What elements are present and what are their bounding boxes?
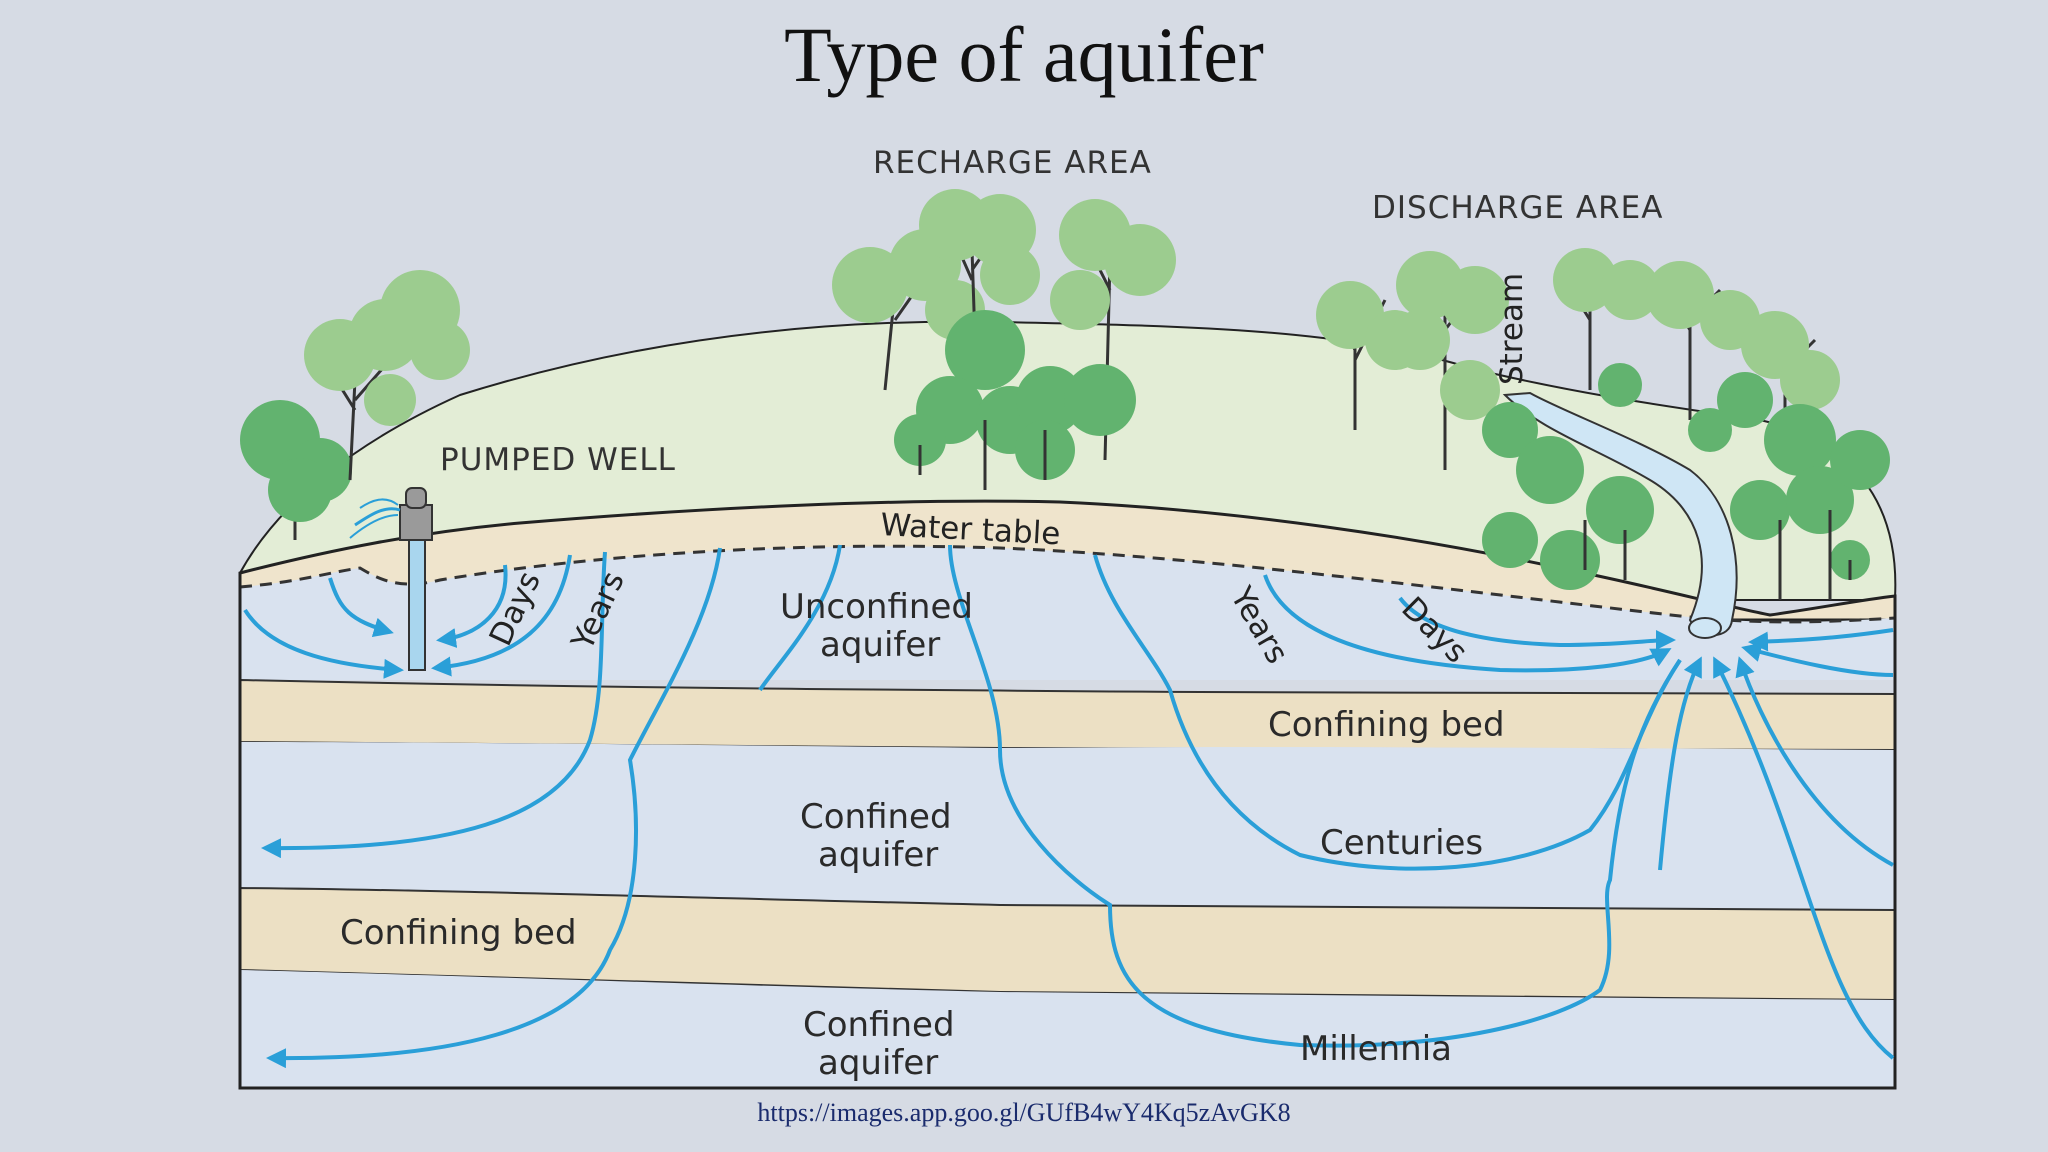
flow-lines	[243, 544, 1895, 1069]
stream-discharge-point	[1688, 617, 1722, 639]
pumped-well	[349, 487, 433, 671]
source-link[interactable]: https://images.app.goo.gl/GUfB4wY4Kq5zAv…	[757, 1098, 1291, 1127]
recharge-area-label: RECHARGE AREA	[873, 145, 1152, 181]
centuries-label: Centuries	[1320, 823, 1483, 863]
page-title: Type of aquifer	[784, 11, 1264, 98]
cross-section-frame	[238, 573, 1897, 1090]
water-table-line	[239, 544, 1896, 624]
confined-aquifer-lower-label-line2: aquifer	[818, 1043, 938, 1083]
millennia-label: Millennia	[1300, 1029, 1452, 1069]
confined-aquifer-lower	[240, 970, 1895, 1088]
trees-left	[240, 270, 470, 540]
confined-aquifer-upper-label-line1: Confined	[800, 797, 952, 837]
unconfined-aquifer-label-line2: aquifer	[820, 625, 940, 665]
stream-label: Stream	[1494, 273, 1530, 385]
confining-bed-upper-label: Confining bed	[1268, 705, 1505, 745]
discharge-area-label: DISCHARGE AREA	[1372, 190, 1663, 226]
unconfined-aquifer-label-line1: Unconfined	[780, 587, 973, 627]
trees-right	[1316, 248, 1890, 600]
unconfined-aquifer-zone	[240, 546, 1895, 680]
confined-aquifer-upper-label-line2: aquifer	[818, 835, 938, 875]
pumped-well-label: PUMPED WELL	[440, 442, 676, 478]
confining-bed-lower-label: Confining bed	[340, 913, 577, 953]
confined-aquifer-lower-label-line1: Confined	[803, 1005, 955, 1045]
trees-middle	[832, 189, 1176, 490]
confining-bed-upper	[239, 678, 1896, 752]
confined-aquifer-upper	[240, 742, 1895, 910]
